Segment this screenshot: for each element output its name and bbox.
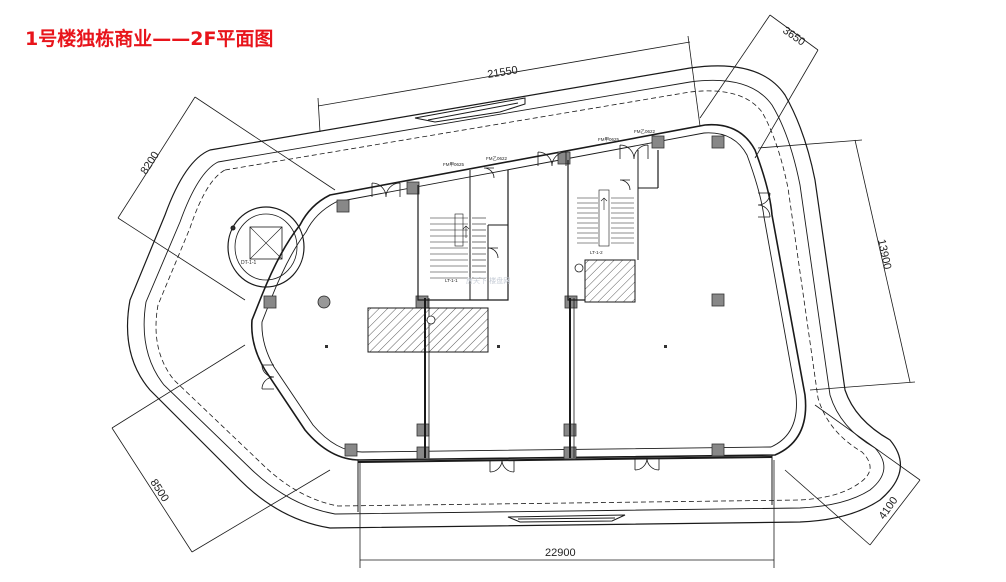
column-icon — [416, 423, 430, 437]
page-title: 1号楼独栋商业——2F平面图 — [25, 28, 274, 50]
dimension-label-top-left: 8200 — [138, 150, 161, 177]
door-swing-icon — [371, 182, 401, 198]
dimension-label-bottom-left: 8500 — [147, 477, 170, 504]
watermark: 房天下 楼盘网 — [466, 276, 510, 285]
column-icon — [711, 135, 725, 149]
hatched-areas — [367, 259, 636, 353]
door-swing-icon — [757, 192, 771, 218]
fire-hydrant-icon — [426, 315, 436, 325]
door-swing-icon — [619, 144, 649, 160]
column-icon — [711, 443, 725, 457]
hatched-void-center — [367, 307, 489, 353]
door-tag: FM乙0622 — [634, 128, 656, 134]
columns-group — [263, 135, 725, 460]
room-markers — [325, 345, 667, 348]
elevator-bay: DT-1-1 — [227, 206, 305, 288]
stair-label-right: LT-1-2 — [590, 250, 603, 255]
lower-frontage — [357, 455, 773, 512]
column-icon — [344, 443, 358, 457]
door-swing-icon — [619, 179, 631, 191]
balcony-outer-contour — [126, 65, 901, 529]
balcony-railing — [155, 90, 871, 507]
door-swing-icon — [489, 459, 515, 473]
stair-arrow-icon — [462, 225, 470, 238]
door-tag: FM甲0625 — [443, 162, 465, 168]
elevator-label: DT-1-1 — [241, 260, 257, 266]
column-icon — [651, 135, 665, 149]
stair-well — [454, 213, 464, 247]
column-icon — [263, 295, 277, 309]
door-swing-icon — [487, 247, 499, 259]
canopy-top — [414, 97, 526, 123]
column-icon — [336, 199, 350, 213]
interior-walls — [417, 150, 659, 458]
dimension-label-right: 13900 — [875, 238, 893, 270]
balcony-inner-contour — [143, 79, 885, 515]
fire-hydrant-icon — [574, 263, 584, 273]
building-exterior-wall-inner — [261, 132, 797, 453]
doors-group — [261, 144, 771, 473]
outer-walls — [126, 65, 901, 529]
door-swing-icon — [483, 167, 495, 179]
door-tag: FM甲0625 — [598, 137, 620, 143]
column-icon — [416, 446, 430, 460]
column-icon — [406, 181, 420, 195]
dimension-label-top-right: 3650 — [780, 25, 807, 49]
stair-label-left: LT-1-1 — [445, 278, 458, 283]
canopies — [414, 97, 626, 523]
door-swing-icon — [537, 151, 567, 167]
door-swing-icon — [261, 364, 275, 390]
building-exterior-wall — [250, 123, 807, 461]
stair-well — [598, 189, 610, 247]
dimension-label-top: 21550 — [487, 64, 519, 81]
plumbing-riser-icon — [317, 295, 331, 309]
door-tag: FM乙0622 — [486, 155, 508, 161]
fire-hydrants — [317, 263, 584, 325]
dimension-label-bottom: 22900 — [545, 547, 576, 559]
door-tags: FM甲0625 FM乙0622 FM甲0625 FM乙0622 LT-1-1 L… — [443, 128, 656, 283]
hatched-void-right — [584, 259, 636, 303]
door-swing-icon — [634, 457, 660, 471]
stair-treads — [430, 189, 634, 279]
dimension-label-bottom-right: 4100 — [877, 495, 901, 522]
stair-arrow-icon — [600, 197, 608, 210]
column-icon — [711, 293, 725, 307]
dimension-lines — [111, 14, 921, 568]
